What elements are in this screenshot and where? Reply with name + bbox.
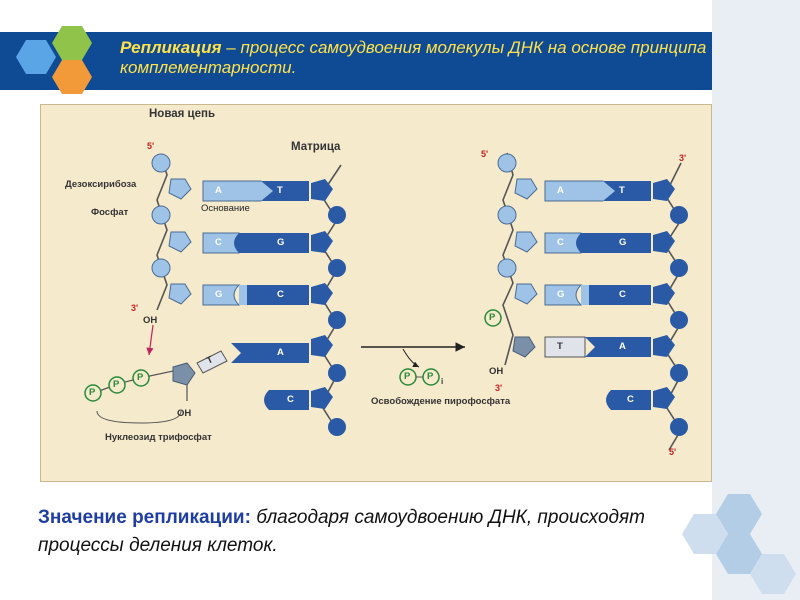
left-oh: OH [143,315,158,326]
right-base-2a: C [557,237,564,248]
pyrophosphate-label: Освобождение пирофосфата [371,396,511,407]
template-label: Матрица [291,141,341,153]
right-5-prime-top: 5' [481,149,489,159]
hexagon-decoration [16,26,92,94]
pyro-i: i [441,377,444,386]
left-base-pairs [202,180,309,410]
left-base-2a: C [215,237,222,248]
nucleotide-oh: OH [177,408,192,419]
right-base-pairs [544,180,651,410]
right-free-base-bottom: C [627,394,634,405]
title-rest: – процесс самоудвоения молекулы ДНК на о… [120,38,707,77]
right-base-4b: A [619,341,626,352]
footer-strong: Значение репликации: [38,507,251,528]
phosphate-1: P [89,387,96,398]
incoming-nucleotide [84,324,228,424]
deoxyribose-label: Дезоксирибоза [65,179,137,190]
right-base-4a: T [557,341,563,352]
hexagon-decoration-bottom [682,494,796,594]
right-phosphate: P [489,312,496,323]
right-3-prime-top: 3' [679,153,687,163]
left-base-1a: A [215,185,222,196]
header-bar [0,32,712,90]
left-new-chain [151,153,192,311]
phosphate-2: P [113,379,120,390]
page-title: Репликация – процесс самоудвоения молеку… [120,38,740,78]
pyro-phosphate-2: P [427,371,434,382]
phosphate-label: Фосфат [91,207,129,218]
replication-diagram: Новая цепь Матрица 5' Дезоксирибоза Фосф… [40,104,712,482]
pyro-phosphate-1: P [404,371,411,382]
left-5-prime: 5' [147,141,155,151]
left-free-base: A [277,347,284,358]
left-base-3b: C [277,289,284,300]
diagram-svg [84,152,688,451]
left-base-3a: G [215,289,223,300]
right-new-chain [484,152,538,366]
right-base-1b: T [619,185,625,196]
new-chain-label: Новая цепь [149,108,216,120]
right-template-chain [653,162,688,451]
footer-text: Значение репликации: благодаря самоудвое… [38,504,718,560]
right-base-2b: G [619,237,627,248]
left-3-prime: 3' [131,303,139,313]
left-template-chain [311,164,346,436]
left-base-2b: G [277,237,285,248]
right-5-prime-bottom: 5' [669,447,677,457]
title-bold: Репликация [120,38,222,57]
right-base-1a: A [557,185,564,196]
right-base-3b: C [619,289,626,300]
nucleoside-label: Нуклеозид трифосфат [105,432,212,443]
base-label: Основание [201,203,250,214]
right-3-prime-bottom: 3' [495,383,503,393]
left-base-1b: T [277,185,283,196]
right-oh: OH [489,366,504,377]
reaction-arrow [361,342,465,386]
right-base-3a: G [557,289,565,300]
footer-rest: благодаря самоудвоению ДНК, происходят п… [38,507,646,556]
phosphate-3: P [137,372,144,383]
left-free-base-bottom: C [287,394,294,405]
